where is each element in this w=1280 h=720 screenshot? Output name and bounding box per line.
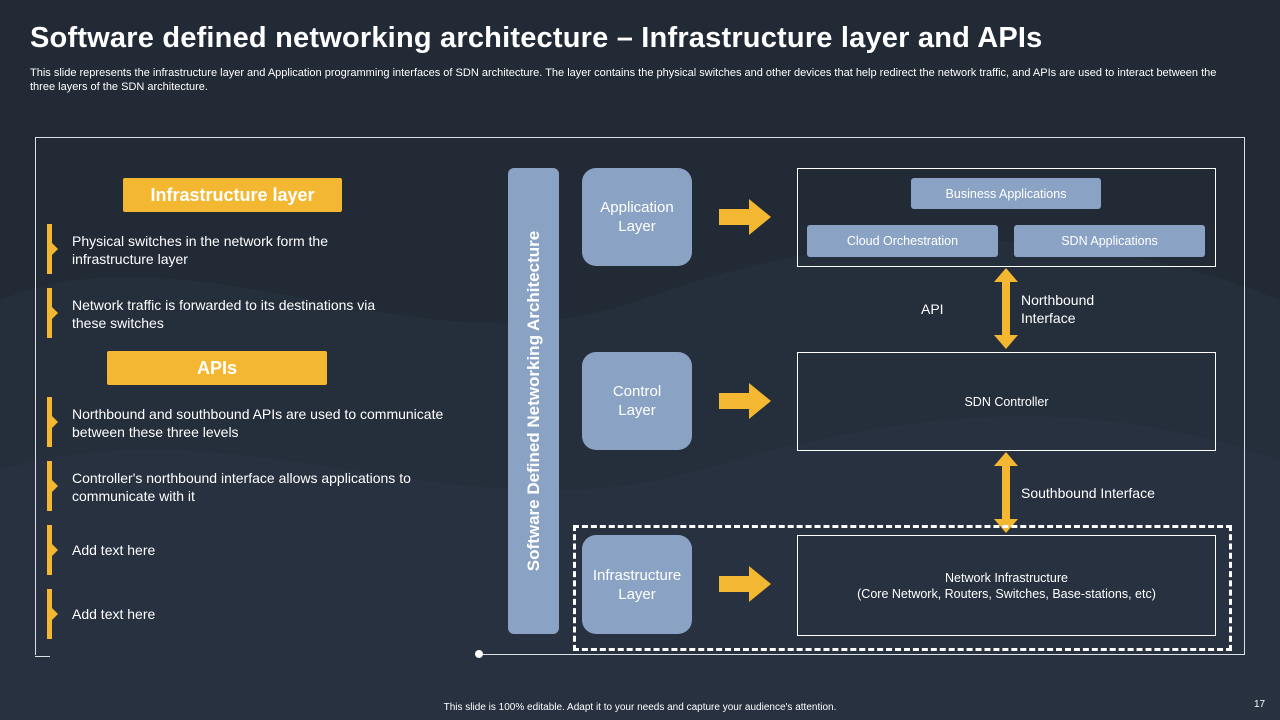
bullet-item: Northbound and southbound APIs are used … [47,397,477,447]
frame-line-left-bottom [35,656,50,657]
bullet-text: Add text here [72,542,156,558]
right-arrow-icon [719,199,771,235]
double-headed-arrow-icon [994,452,1018,533]
sdn-controller-label: SDN Controller [964,395,1049,409]
network-infrastructure-title: Network Infrastructure [945,571,1068,585]
control-layer-block: Control Layer [582,352,692,450]
sdn-controller-box: SDN Controller [797,352,1216,451]
right-arrow-icon [719,383,771,419]
bullet-text: Northbound and southbound APIs are used … [72,406,444,440]
bullet-bar [47,224,52,274]
bullet-pointer-icon [52,307,58,319]
bullet-item: Add text here [47,525,477,575]
application-layer-label: Application Layer [600,199,674,235]
infrastructure-layer-label: Infrastructure Layer [592,566,682,603]
architecture-vertical-bar: Software Defined Networking Architecture [508,168,559,634]
bullet-item: Add text here [47,589,477,639]
page-subtitle: This slide represents the infrastructure… [30,67,1217,93]
cloud-orchestration-chip: Cloud Orchestration [807,225,998,257]
apis-heading: APIs [107,351,327,385]
bullet-text: Network traffic is forwarded to its dest… [72,297,376,331]
footer-note: This slide is 100% editable. Adapt it to… [443,702,837,713]
bullet-bar [47,288,52,338]
content-frame [35,137,1245,655]
frame-dot [475,650,483,658]
bullet-bar [47,397,52,447]
bullet-pointer-icon [52,544,58,556]
bullet-pointer-icon [52,416,58,428]
api-label: API [921,301,944,317]
bullet-pointer-icon [52,608,58,620]
double-headed-arrow-icon [994,268,1018,349]
business-applications-chip: Business Applications [911,178,1101,209]
bullet-bar [47,589,52,639]
network-infrastructure-detail: (Core Network, Routers, Switches, Base-s… [857,587,1156,601]
southbound-interface-label: Southbound Interface [1021,485,1155,501]
right-arrow-icon [719,566,771,602]
bullet-text: Physical switches in the network form th… [72,233,328,267]
bullet-bar [47,461,52,511]
bullet-item: Controller's northbound interface allows… [47,461,477,511]
page-title: Software defined networking architecture… [30,22,1043,54]
page-number: 17 [1254,699,1266,710]
application-layer-block: Application Layer [582,168,692,266]
bullet-text: Controller's northbound interface allows… [72,470,411,504]
northbound-interface-label: Northbound Interface [1021,292,1095,326]
sdn-applications-chip: SDN Applications [1014,225,1205,257]
infrastructure-layer-heading: Infrastructure layer [123,178,342,212]
bullet-item: Physical switches in the network form th… [47,224,477,274]
application-box: Business Applications Cloud Orchestratio… [797,168,1216,267]
infrastructure-highlight-border [573,525,1232,651]
architecture-vertical-label: Software Defined Networking Architecture [523,230,543,572]
bullet-pointer-icon [52,480,58,492]
frame-line-bottom [478,654,1245,655]
bullet-item: Network traffic is forwarded to its dest… [47,288,477,338]
network-infrastructure-box: Network Infrastructure (Core Network, Ro… [797,535,1216,636]
infrastructure-layer-block: Infrastructure Layer [582,535,692,634]
bullet-text: Add text here [72,606,156,622]
bullet-bar [47,525,52,575]
control-layer-label: Control Layer [612,383,662,419]
bullet-pointer-icon [52,243,58,255]
frame-line-right [1244,138,1245,655]
